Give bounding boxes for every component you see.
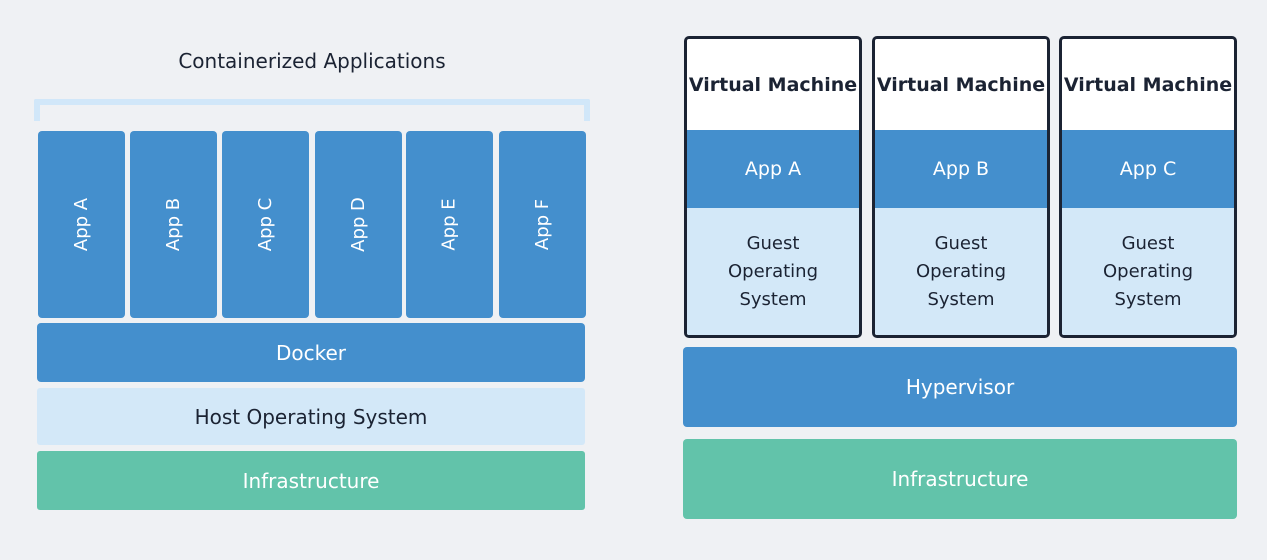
container-app-e: App E: [406, 131, 493, 318]
container-infrastructure-layer: Infrastructure: [37, 451, 585, 510]
container-app-a: App A: [38, 131, 125, 318]
virtual-machine-b: Virtual Machine App B Guest Operating Sy…: [872, 36, 1050, 338]
container-app-f: App F: [499, 131, 586, 318]
container-app-d: App D: [315, 131, 402, 318]
container-app-label: App B: [163, 197, 184, 252]
containers-bracket: [34, 99, 590, 121]
vm-title: Virtual Machine: [688, 73, 858, 96]
container-app-label: App D: [348, 197, 369, 252]
containerized-title: Containerized Applications: [178, 49, 446, 73]
guest-os-label: Guest Operating System: [1103, 232, 1193, 310]
container-app-label: App C: [255, 197, 276, 252]
hypervisor-layer: Hypervisor: [683, 347, 1237, 427]
docker-layer: Docker: [37, 323, 585, 382]
guest-os: Guest Operating System: [875, 208, 1047, 335]
guest-os: Guest Operating System: [1062, 208, 1234, 335]
vm-app: App B: [875, 130, 1047, 208]
virtual-machine-a: Virtual Machine App A Guest Operating Sy…: [684, 36, 862, 338]
virtual-machine-c: Virtual Machine App C Guest Operating Sy…: [1059, 36, 1237, 338]
vm-title: Virtual Machine: [876, 73, 1046, 96]
container-app-b: App B: [130, 131, 217, 318]
guest-os-label: Guest Operating System: [916, 232, 1006, 310]
guest-os: Guest Operating System: [687, 208, 859, 335]
vm-app: App A: [687, 130, 859, 208]
container-app-label: App A: [70, 197, 92, 252]
container-app-label: App E: [438, 198, 460, 251]
guest-os-label: Guest Operating System: [728, 232, 818, 310]
host-os-layer: Host Operating System: [37, 388, 585, 445]
container-app-c: App C: [222, 131, 309, 318]
vm-infrastructure-layer: Infrastructure: [683, 439, 1237, 519]
container-app-label: App F: [532, 198, 553, 251]
vm-app: App C: [1062, 130, 1234, 208]
vm-title: Virtual Machine: [1063, 73, 1233, 96]
